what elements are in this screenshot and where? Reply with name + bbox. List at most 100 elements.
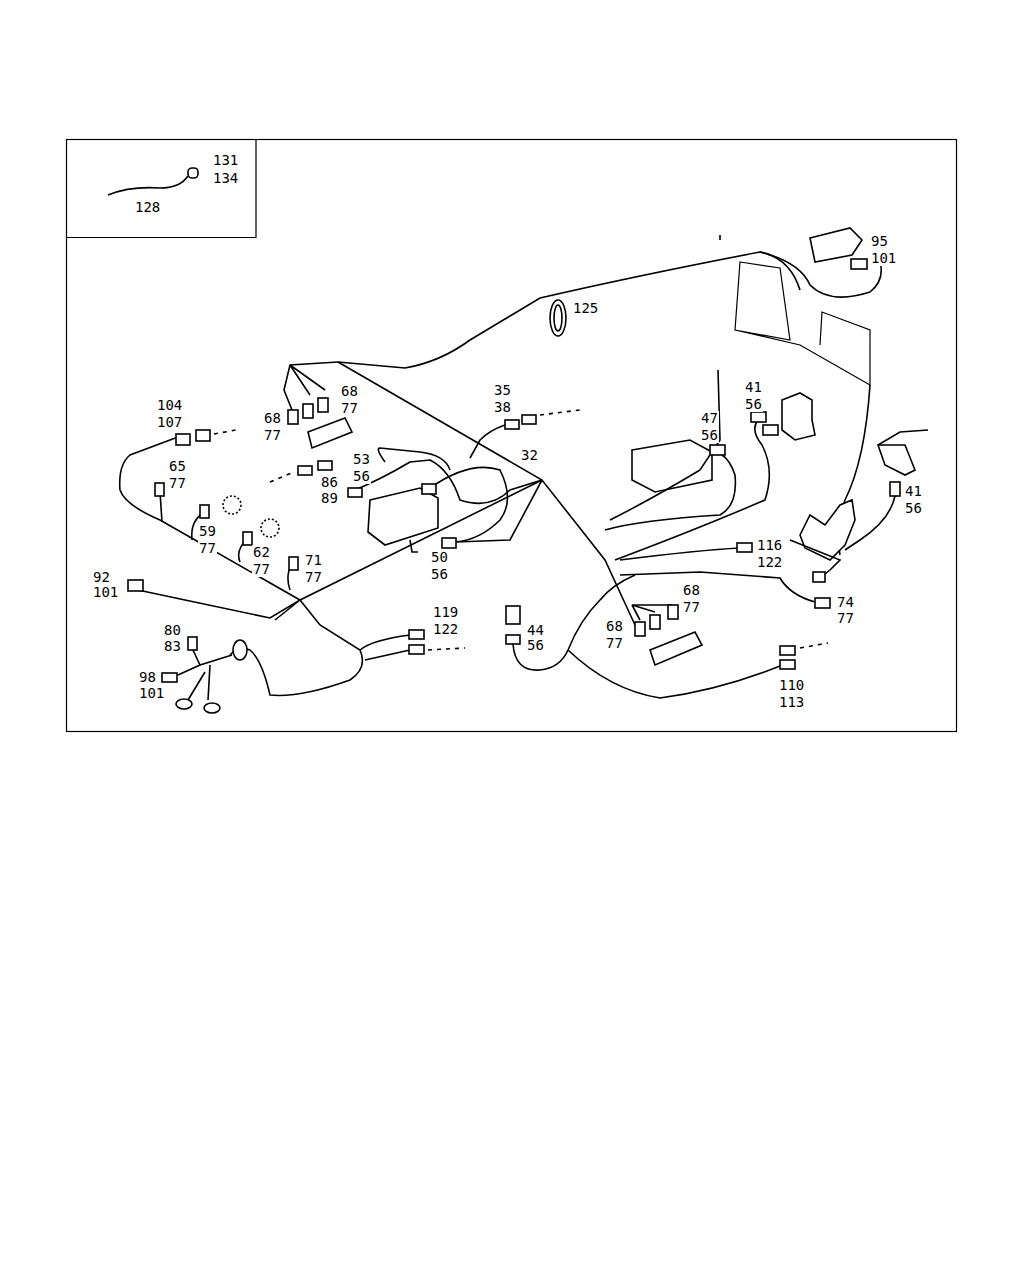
- connector: [348, 488, 362, 497]
- connector: [505, 420, 519, 429]
- motor-symbol: [810, 228, 862, 262]
- connector: [506, 635, 520, 644]
- connector: [303, 404, 313, 418]
- callout-number: 50: [430, 550, 449, 565]
- callout-number: 77: [304, 570, 323, 585]
- connector: [780, 646, 795, 655]
- connector: [710, 445, 725, 455]
- dashed-wire: [214, 430, 236, 434]
- wire: [605, 370, 769, 560]
- callout-number: 68: [263, 411, 282, 426]
- connector: [298, 466, 312, 475]
- connector: [763, 425, 778, 435]
- callout-number: 83: [163, 639, 182, 654]
- callout-number: 104: [156, 398, 183, 413]
- wire: [178, 650, 232, 700]
- wire: [284, 362, 338, 410]
- callout-number: 116: [756, 538, 783, 553]
- connector: [409, 645, 424, 654]
- callout-number: 77: [605, 636, 624, 651]
- connector: [409, 630, 424, 639]
- callout-number: 77: [836, 611, 855, 626]
- switch-block: [308, 418, 352, 448]
- callout-number: 56: [904, 501, 923, 516]
- connector: [288, 410, 298, 424]
- connector: [668, 605, 678, 619]
- wire: [513, 575, 780, 698]
- callout-number: 59: [198, 524, 217, 539]
- callout-number: 89: [320, 491, 339, 506]
- connector: [851, 259, 867, 269]
- connector: [318, 398, 328, 412]
- callout-number: 68: [682, 583, 701, 598]
- callout-number: 65: [168, 459, 187, 474]
- pump: [878, 430, 928, 475]
- callout-number: 119: [432, 605, 459, 620]
- connector: [196, 430, 210, 441]
- wire: [470, 425, 505, 458]
- connector: [522, 415, 536, 424]
- ground-eye: [176, 699, 192, 709]
- callout-number: 47: [700, 411, 719, 426]
- control-unit: [632, 440, 712, 492]
- wire: [719, 235, 721, 240]
- callout-number: 101: [870, 251, 897, 266]
- callout-number: 41: [904, 484, 923, 499]
- callout-number: 125: [572, 301, 599, 316]
- callout-number: 98: [138, 670, 157, 685]
- connector: [780, 660, 795, 669]
- callout-number: 77: [252, 562, 271, 577]
- dashed-wire: [270, 472, 294, 482]
- callout-number: 80: [163, 623, 182, 638]
- lock-actuator: [800, 500, 855, 560]
- wire: [620, 572, 815, 602]
- callout-number: 56: [744, 397, 763, 412]
- bracket: [410, 540, 418, 552]
- callout-number: 56: [526, 638, 545, 653]
- lamp: [223, 496, 241, 514]
- connector: [751, 412, 766, 422]
- callout-number: 107: [156, 415, 183, 430]
- ground-eye: [204, 703, 220, 713]
- callout-number: 122: [432, 622, 459, 637]
- callout-number: 95: [870, 234, 889, 249]
- connector: [188, 168, 198, 178]
- dashed-wire: [428, 648, 465, 650]
- callout-number: 62: [252, 545, 271, 560]
- wire: [338, 362, 635, 625]
- connector: [635, 622, 645, 636]
- callout-number: 56: [700, 428, 719, 443]
- connector: [243, 532, 252, 545]
- relay: [506, 606, 520, 624]
- callout-number: 86: [320, 475, 339, 490]
- callout-number: 68: [605, 619, 624, 634]
- callout-number: 32: [520, 448, 539, 463]
- callout-number: 68: [340, 384, 359, 399]
- callout-number: 101: [92, 585, 119, 600]
- connector: [737, 543, 752, 552]
- connector: [155, 483, 164, 496]
- grommet: [233, 640, 247, 660]
- connector: [200, 505, 209, 518]
- seat-outline: [735, 262, 870, 385]
- callout-number: 44: [526, 623, 545, 638]
- switch-block: [650, 632, 702, 665]
- connector: [650, 615, 660, 629]
- lamp: [261, 519, 279, 537]
- callout-number: 35: [493, 383, 512, 398]
- callout-number: 74: [836, 595, 855, 610]
- callout-number: 77: [263, 428, 282, 443]
- valve: [782, 393, 815, 440]
- callout-number: 56: [352, 469, 371, 484]
- dashed-wire: [540, 410, 580, 415]
- connector: [162, 673, 177, 682]
- dashed-wire: [800, 643, 828, 648]
- connector: [176, 434, 190, 445]
- callout-number: 77: [340, 401, 359, 416]
- grommet: [550, 300, 566, 336]
- connector: [813, 572, 825, 582]
- callout-number: 56: [430, 567, 449, 582]
- connector: [422, 484, 436, 494]
